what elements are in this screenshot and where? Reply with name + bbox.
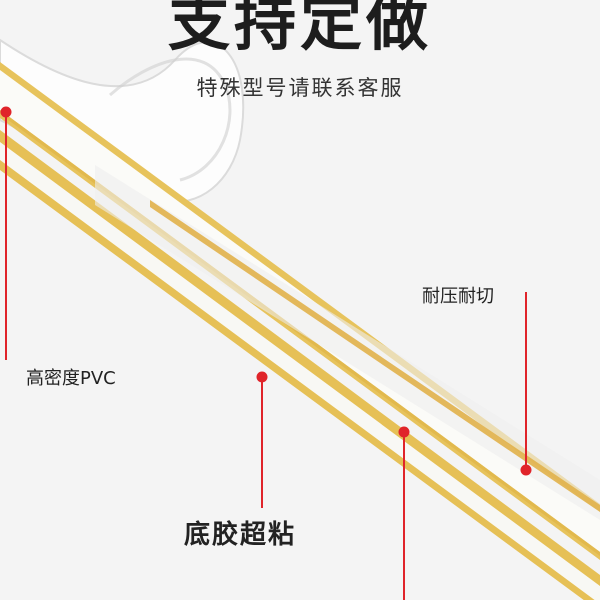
curled-film bbox=[0, 38, 245, 203]
pointer-dot-adhesive bbox=[256, 371, 268, 383]
subtitle: 特殊型号请联系客服 bbox=[196, 76, 404, 100]
pointer-dot-cut bbox=[520, 464, 532, 476]
callout-high-density-pvc: 高密度PVC bbox=[26, 368, 116, 389]
callout-strong-adhesive: 底胶超粘 bbox=[184, 520, 297, 550]
strip-lower bbox=[0, 130, 600, 600]
pointer-dot-pvc bbox=[0, 106, 12, 118]
strip-center bbox=[95, 165, 600, 520]
pointer-dot-groove bbox=[398, 426, 410, 438]
headline: 支持定做 bbox=[167, 0, 432, 59]
callout-cut-resistant: 耐压耐切 bbox=[422, 286, 494, 307]
